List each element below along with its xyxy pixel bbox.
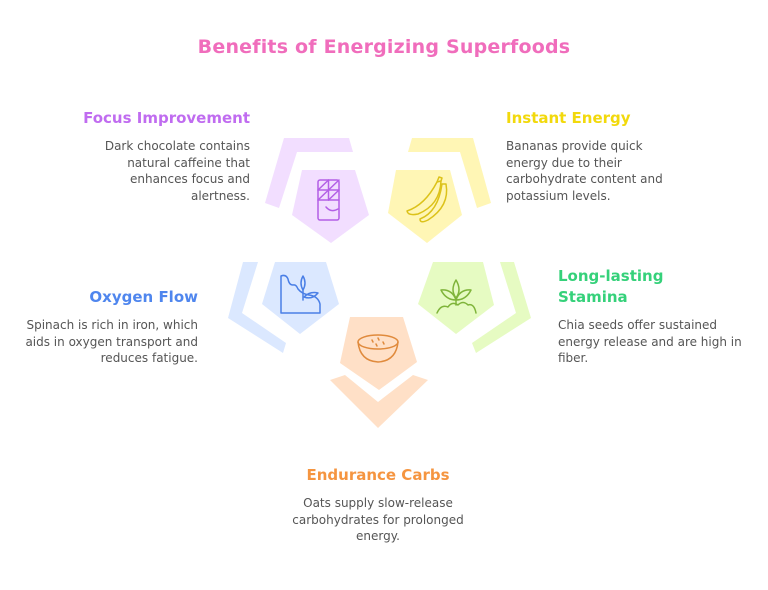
card-carbs: Endurance Carbs Oats supply slow-release… bbox=[278, 465, 478, 545]
description-energy: Bananas provide quick energy due to thei… bbox=[506, 139, 663, 203]
carbs-outer-band bbox=[330, 375, 428, 428]
heading-focus: Focus Improvement bbox=[83, 109, 250, 127]
card-oxygen: Oxygen Flow Spinach is rich in iron, whi… bbox=[10, 287, 198, 367]
heading-carbs: Endurance Carbs bbox=[306, 466, 450, 484]
description-oxygen: Spinach is rich in iron, which aids in o… bbox=[25, 318, 198, 365]
focus-outer-band bbox=[265, 138, 353, 208]
heading-oxygen: Oxygen Flow bbox=[89, 288, 198, 306]
description-stamina: Chia seeds offer sustained energy releas… bbox=[558, 318, 742, 365]
segment-focus bbox=[265, 138, 369, 243]
segment-stamina bbox=[418, 262, 531, 353]
heading-stamina: Long-lasting Stamina bbox=[558, 267, 664, 306]
diagram-title: Benefits of Energizing Superfoods bbox=[197, 36, 571, 58]
stamina-outer-band bbox=[472, 262, 531, 353]
oxygen-outer-band bbox=[228, 262, 286, 353]
description-focus: Dark chocolate contains natural caffeine… bbox=[104, 139, 250, 203]
segment-energy bbox=[388, 138, 491, 243]
sprout-icon bbox=[436, 279, 477, 314]
card-focus: Focus Improvement Dark chocolate contain… bbox=[40, 108, 250, 204]
oxygen-pentagon bbox=[262, 262, 339, 334]
carbs-pentagon bbox=[340, 317, 417, 390]
heading-energy: Instant Energy bbox=[506, 109, 631, 127]
energy-pentagon bbox=[388, 170, 462, 243]
segment-carbs bbox=[330, 317, 428, 428]
chocolate-bar-icon bbox=[317, 179, 340, 221]
energy-outer-band bbox=[408, 138, 491, 208]
oat-bowl-icon bbox=[357, 334, 399, 363]
card-energy: Instant Energy Bananas provide quick ene… bbox=[506, 108, 686, 204]
description-carbs: Oats supply slow-release carbohydrates f… bbox=[292, 496, 464, 543]
focus-pentagon bbox=[292, 170, 369, 243]
spinach-plant-icon bbox=[280, 274, 321, 314]
card-stamina: Long-lasting Stamina Chia seeds offer su… bbox=[558, 266, 748, 367]
banana-icon bbox=[406, 176, 448, 223]
segment-oxygen bbox=[228, 262, 339, 353]
